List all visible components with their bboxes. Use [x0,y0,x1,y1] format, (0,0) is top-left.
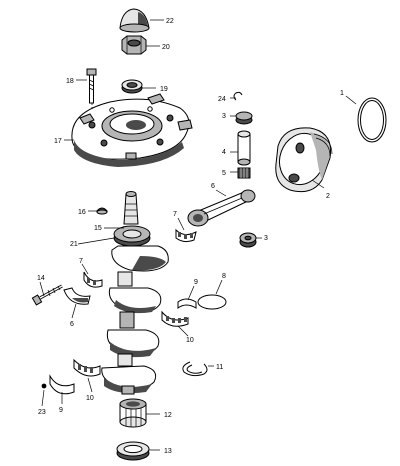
callout-9-upper: 9 [194,279,198,286]
callout-1: 1 [340,90,344,97]
callout-13: 13 [164,448,172,455]
part-snap-ring [182,361,208,377]
part-piston [275,127,333,193]
callout-19: 19 [160,86,168,93]
part-nut [121,35,147,55]
part-seal [116,441,150,461]
callout-21: 21 [70,241,78,248]
part-pin [41,383,47,389]
callout-9-lower: 9 [59,407,63,414]
part-clip [233,91,243,101]
callouts: 1 2 3 3 4 5 6 6 7 7 8 9 9 10 10 11 12 13… [37,18,344,455]
part-bearing-top [235,111,253,125]
part-wrist-pin [237,130,251,166]
callout-24: 24 [218,96,226,103]
callout-6-upper: 6 [211,183,215,190]
callout-4: 4 [222,149,226,156]
callout-7-lower: 7 [79,258,83,265]
callout-3-lower: 3 [264,235,268,242]
part-bearing-lower [239,232,257,248]
part-washer [121,79,143,94]
part-bearing-cage-upper [175,228,197,243]
leader-lines [39,19,357,451]
part-half-bearing-upper [177,298,197,309]
callout-18: 18 [66,78,74,85]
callout-2: 2 [326,193,330,200]
part-stator-plate [71,93,193,167]
callout-14: 14 [37,275,45,282]
part-bearing-sleeve [119,398,147,428]
part-bearing-cage-lower [83,271,103,288]
part-bolt-top [86,68,97,104]
part-needle-bearing [237,167,251,179]
callout-15: 15 [94,225,102,232]
part-connecting-rod [187,189,256,227]
part-crankshaft [101,191,169,395]
callout-10-lower: 10 [86,395,94,402]
part-ring-8 [197,294,227,310]
callout-17: 17 [54,138,62,145]
callout-7-upper: 7 [173,211,177,218]
callout-6-lower: 6 [70,321,74,328]
callout-11: 11 [216,364,223,371]
callout-5: 5 [222,170,226,177]
part-half-bearing-lower [49,374,75,395]
part-rod-cap [63,287,91,305]
callout-3-top: 3 [222,113,226,120]
callout-20: 20 [162,44,170,51]
callout-22: 22 [166,18,174,25]
callout-23: 23 [38,409,46,416]
part-needle-cage-upper [161,310,189,327]
part-piston-ring [357,97,387,143]
callout-10-upper: 10 [186,337,194,344]
part-needle-cage-lower [73,358,101,377]
part-cap [119,8,150,33]
part-key [95,207,109,215]
callout-8: 8 [222,273,226,280]
part-bolt-side [31,284,63,306]
callout-12: 12 [164,412,172,419]
callout-16: 16 [78,209,86,216]
